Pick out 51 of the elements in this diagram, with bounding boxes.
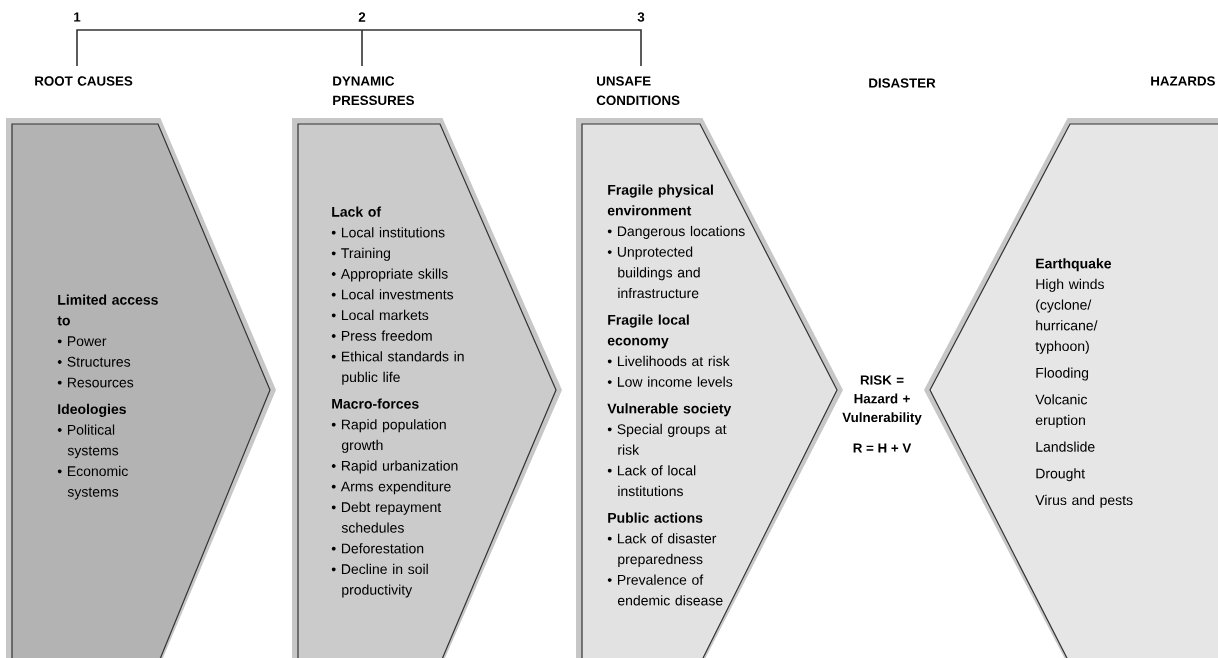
node-label: • Local markets: [331, 309, 429, 321]
node-label: • Decline in soil productivity: [331, 563, 428, 598]
column-heading: HAZARDS: [1151, 76, 1215, 86]
node-label: • Lack of local institutions: [607, 465, 696, 497]
risk-formula: R = H + V: [853, 443, 912, 453]
node-label: • Debt repayment schedules: [331, 501, 442, 533]
column-heading: ROOT CAUSES: [35, 76, 133, 86]
callout-number: 3: [637, 12, 645, 22]
node-label: Landslide: [1036, 441, 1095, 452]
node-label: • Livelihoods at risk: [607, 355, 730, 367]
node-label: • Unprotected buildings and infrastructure: [607, 246, 700, 299]
node-label: Limited access to: [57, 294, 158, 326]
node-label: Drought: [1036, 468, 1085, 482]
node-label: • Political systems: [57, 424, 119, 459]
node-label: Earthquake: [1036, 258, 1112, 272]
node-label: High winds (cyclone/ hurricane/ typhoon): [1035, 278, 1104, 354]
node-label: Fragile local economy: [607, 314, 689, 349]
column-heading: UNSAFE CONDITIONS: [596, 76, 680, 106]
node-label: • Rapid population growth: [331, 419, 446, 453]
node-label: • Economic systems: [57, 465, 128, 500]
callout-number: 1: [74, 12, 81, 22]
node-label: Fragile physical environment: [607, 184, 713, 216]
column-heading: DISASTER: [869, 78, 936, 88]
node-label: • Special groups at risk: [607, 423, 727, 455]
node-label: Macro-forces: [332, 398, 419, 409]
node-label: • Resources: [57, 377, 134, 388]
node-label: Ideologies: [58, 403, 126, 417]
node-label: • Dangerous locations: [607, 225, 745, 239]
node-label: • Lack of disaster preparedness: [607, 533, 717, 567]
node-label: • Local institutions: [331, 227, 445, 238]
callout-number: 2: [358, 12, 366, 22]
node-label: Public actions: [608, 512, 703, 523]
node-label: Flooding: [1036, 367, 1089, 381]
node-label: Lack of: [332, 206, 382, 217]
node-label: • Appropriate skills: [331, 268, 448, 282]
node-label: • Prevalence of endemic disease: [607, 574, 723, 606]
node-label: • Deforestation: [331, 543, 424, 554]
node-label: • Training: [331, 247, 390, 261]
node-label: • Press freedom: [331, 330, 432, 341]
node-label: • Structures: [57, 356, 131, 367]
node-label: • Rapid urbanization: [331, 460, 458, 474]
node-label: • Low income levels: [607, 376, 733, 387]
risk-formula: RISK = Hazard + Vulnerability: [842, 375, 922, 425]
node-label: Volcanic eruption: [1035, 394, 1088, 428]
column-heading: DYNAMIC PRESSURES: [333, 76, 414, 106]
node-label: • Arms expenditure: [331, 481, 451, 495]
node-label: • Local investments: [331, 289, 454, 300]
node-label: Vulnerable society: [607, 403, 732, 417]
node-label: • Power: [57, 336, 107, 347]
node-label: • Ethical standards in public life: [331, 351, 464, 385]
node-label: Virus and pests: [1035, 494, 1133, 508]
